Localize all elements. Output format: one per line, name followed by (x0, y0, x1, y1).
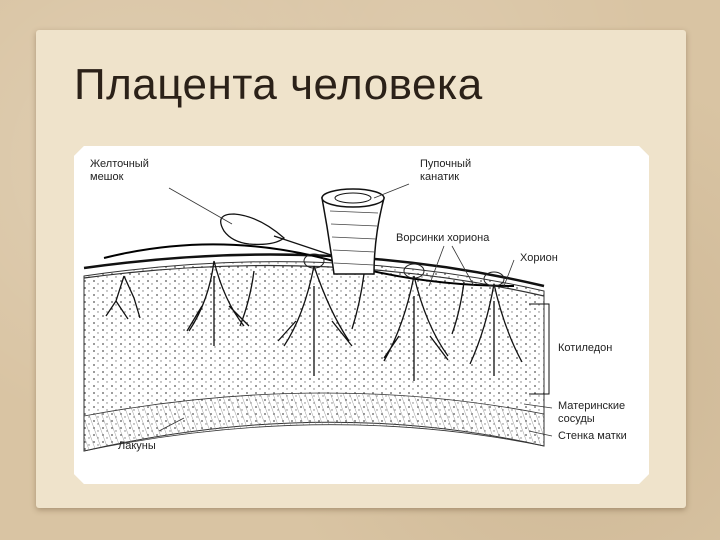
placenta-diagram (83, 183, 553, 452)
villus-loops (303, 253, 505, 287)
label-lacunae: Лакуны (118, 440, 156, 452)
label-maternal-line2: сосуды (558, 413, 595, 425)
label-yolk-sac-line2: мешок (90, 171, 124, 183)
cotyledon-bracket (529, 303, 550, 395)
label-cotyledon: Котиледон (558, 342, 613, 354)
chorion-plate-inner (83, 264, 545, 297)
label-maternal-line1: Материнские (558, 400, 626, 412)
label-yolk-sac: Желточный мешок (90, 158, 149, 184)
label-umbilical-cord: Пупочный канатик (420, 158, 471, 184)
umbilical-cord-top (321, 188, 385, 208)
chorion-plate (83, 253, 545, 288)
label-uterine-wall: Стенка матки (558, 430, 627, 442)
label-umbilical-line2: канатик (420, 171, 460, 183)
label-yolk-sac-line1: Желточный (90, 158, 149, 170)
leader-lines (158, 183, 553, 437)
yolk-sac (220, 213, 286, 246)
label-maternal-vessels: Материнские сосуды (558, 400, 625, 426)
slide-title: Плацента человека (74, 60, 483, 109)
diagram-panel: Желточный мешок Пупочный канатик Ворсинк… (74, 146, 649, 484)
yolk-sac-stalk (273, 235, 335, 257)
label-chorion: Хорион (520, 252, 558, 264)
label-villi: Ворсинки хориона (396, 232, 490, 244)
uterine-wall-layer (83, 392, 545, 452)
villous-trees (105, 260, 523, 381)
label-umbilical-line1: Пупочный (420, 158, 472, 170)
umbilical-cord (321, 197, 385, 275)
umbilical-cord-stripes (329, 210, 379, 266)
